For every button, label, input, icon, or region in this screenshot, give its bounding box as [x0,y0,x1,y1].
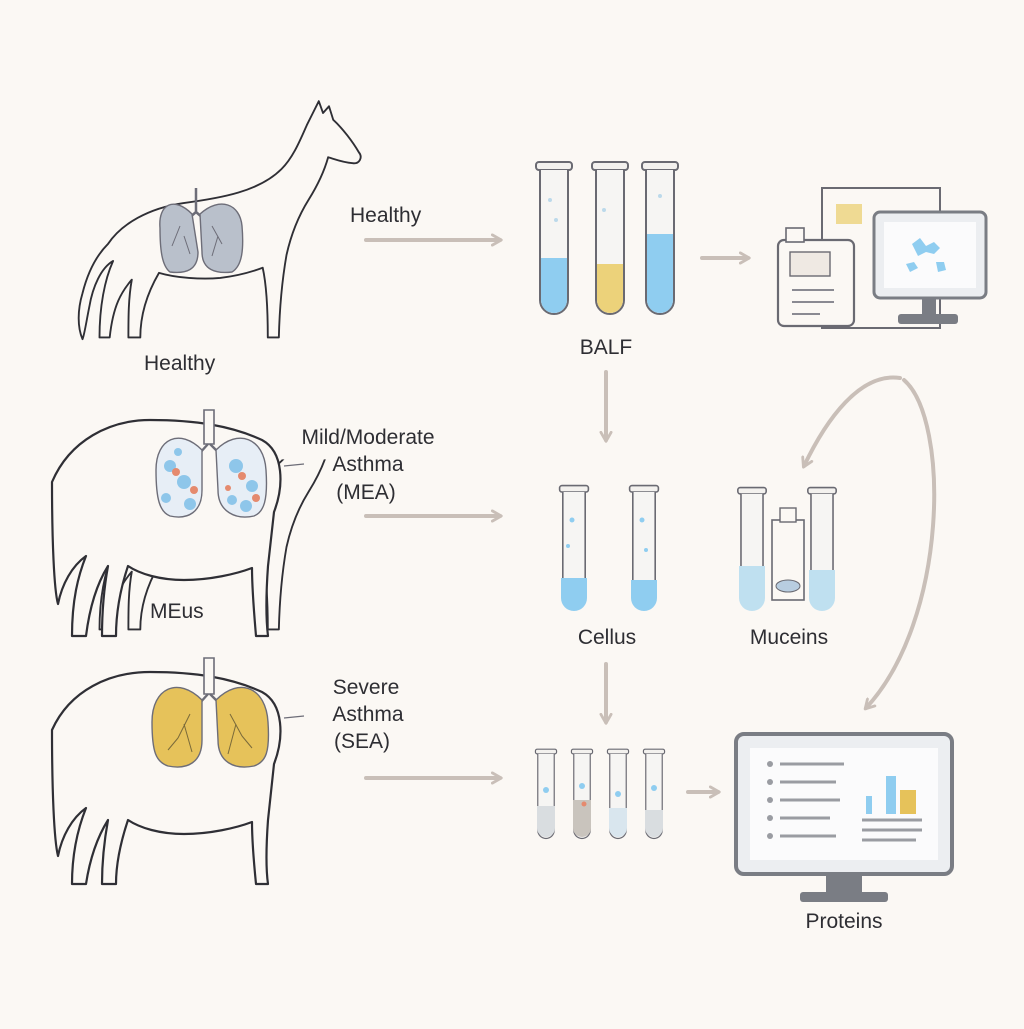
horse-healthy-icon [77,100,362,341]
arrow-curve-to-mucins [804,375,902,466]
balf-label: BALF [579,336,633,359]
healthy-group-label: Healthy [144,352,216,375]
mea-title-line2: Asthma [332,453,404,476]
sample-tubes-row [534,748,666,840]
cells-label: Cellus [577,626,637,649]
horse-sea-icon [50,657,305,886]
computer-monitor-icon [872,210,988,324]
sea-title-line1: Severe [332,676,400,699]
flow-arrows [364,240,937,792]
arrow-curve-to-proteins [866,378,937,708]
sea-title-line3: (SEA) [333,730,391,753]
sea-title-line2: Asthma [332,703,404,726]
horse-mea-icon [50,393,361,638]
mea-caption: MEus [150,600,204,623]
mucins-tubes [736,486,838,611]
proteins-monitor-icon [734,732,954,902]
proteins-label: Proteins [805,910,883,933]
mea-title-line1: Mild/Moderate [301,426,435,449]
healthy-arrow-label: Healthy [350,204,422,227]
mucins-label: Muceins [749,626,829,649]
balf-tubes [535,161,679,315]
cells-tubes [558,484,660,611]
mea-title-line3: (MEA) [336,481,396,504]
